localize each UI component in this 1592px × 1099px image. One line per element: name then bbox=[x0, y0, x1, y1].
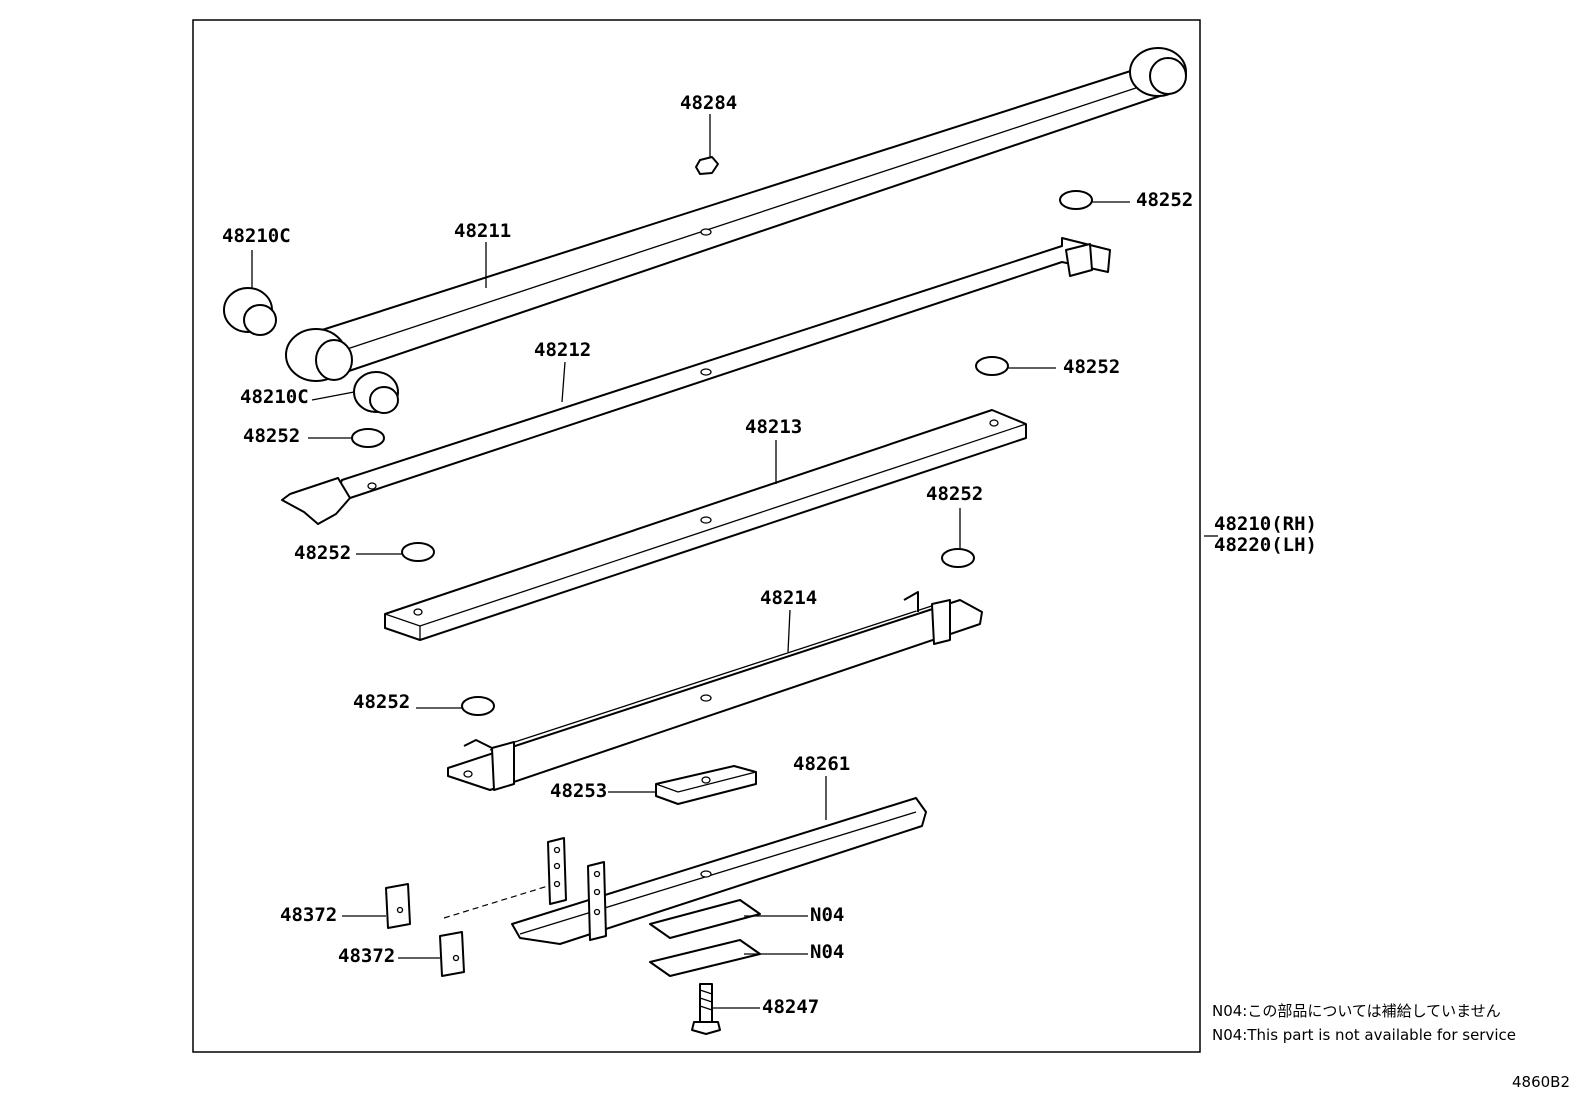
label-48211: 48211 bbox=[454, 220, 511, 242]
label-48210c-upper: 48210C bbox=[222, 225, 291, 247]
spacer-48253 bbox=[655, 765, 757, 805]
label-48372-upper: 48372 bbox=[280, 904, 337, 926]
label-48220-lh: 48220(LH) bbox=[1214, 534, 1317, 556]
leaf-48214 bbox=[447, 591, 983, 791]
label-48252-c: 48252 bbox=[243, 425, 300, 447]
leaf-48213 bbox=[384, 409, 1027, 641]
bushing-48210c-lower bbox=[353, 371, 399, 414]
label-n04-lower: N04 bbox=[810, 941, 844, 963]
button-48252-f bbox=[461, 696, 495, 716]
label-48261: 48261 bbox=[793, 753, 850, 775]
label-48252-f: 48252 bbox=[353, 691, 410, 713]
clip-48372-upper bbox=[385, 883, 411, 929]
label-48252-d: 48252 bbox=[294, 542, 351, 564]
diagram-id: 4860B2 bbox=[1512, 1073, 1571, 1091]
clip-48372-lower bbox=[439, 931, 465, 977]
label-48252-e: 48252 bbox=[926, 483, 983, 505]
label-48213: 48213 bbox=[745, 416, 802, 438]
dashed-guide bbox=[443, 885, 549, 919]
main-leaf-48211 bbox=[285, 47, 1187, 382]
plate-n04-lower bbox=[649, 939, 761, 977]
note-n04-jp: N04:この部品については補給していません bbox=[1212, 1002, 1501, 1020]
note-n04-en: N04:This part is not available for servi… bbox=[1212, 1026, 1516, 1044]
nut-48284 bbox=[695, 156, 719, 175]
button-48252-c bbox=[351, 428, 385, 448]
label-n04-upper: N04 bbox=[810, 904, 844, 926]
label-48252-a: 48252 bbox=[1136, 189, 1193, 211]
label-48284: 48284 bbox=[680, 92, 737, 114]
label-48372-lower: 48372 bbox=[338, 945, 395, 967]
clip-bracket-right bbox=[587, 861, 607, 941]
bushing-48210c-upper bbox=[223, 287, 277, 336]
button-48252-e bbox=[941, 548, 975, 568]
diagram-frame bbox=[192, 19, 1201, 1053]
label-48212: 48212 bbox=[534, 339, 591, 361]
label-48210c-lower: 48210C bbox=[240, 386, 309, 408]
button-48252-a bbox=[1059, 190, 1093, 210]
label-48253: 48253 bbox=[550, 780, 607, 802]
label-48252-b: 48252 bbox=[1063, 356, 1120, 378]
clip-bracket-left bbox=[547, 837, 567, 905]
label-48214: 48214 bbox=[760, 587, 817, 609]
plate-n04-upper bbox=[649, 899, 761, 939]
leader-lines bbox=[251, 114, 1218, 1009]
bolt-48247 bbox=[691, 983, 721, 1035]
button-48252-d bbox=[401, 542, 435, 562]
leaf-48212 bbox=[281, 237, 1111, 525]
label-48210-rh: 48210(RH) bbox=[1214, 513, 1317, 535]
label-48247: 48247 bbox=[762, 996, 819, 1018]
leaf-48261 bbox=[511, 797, 927, 945]
button-48252-b bbox=[975, 356, 1009, 376]
